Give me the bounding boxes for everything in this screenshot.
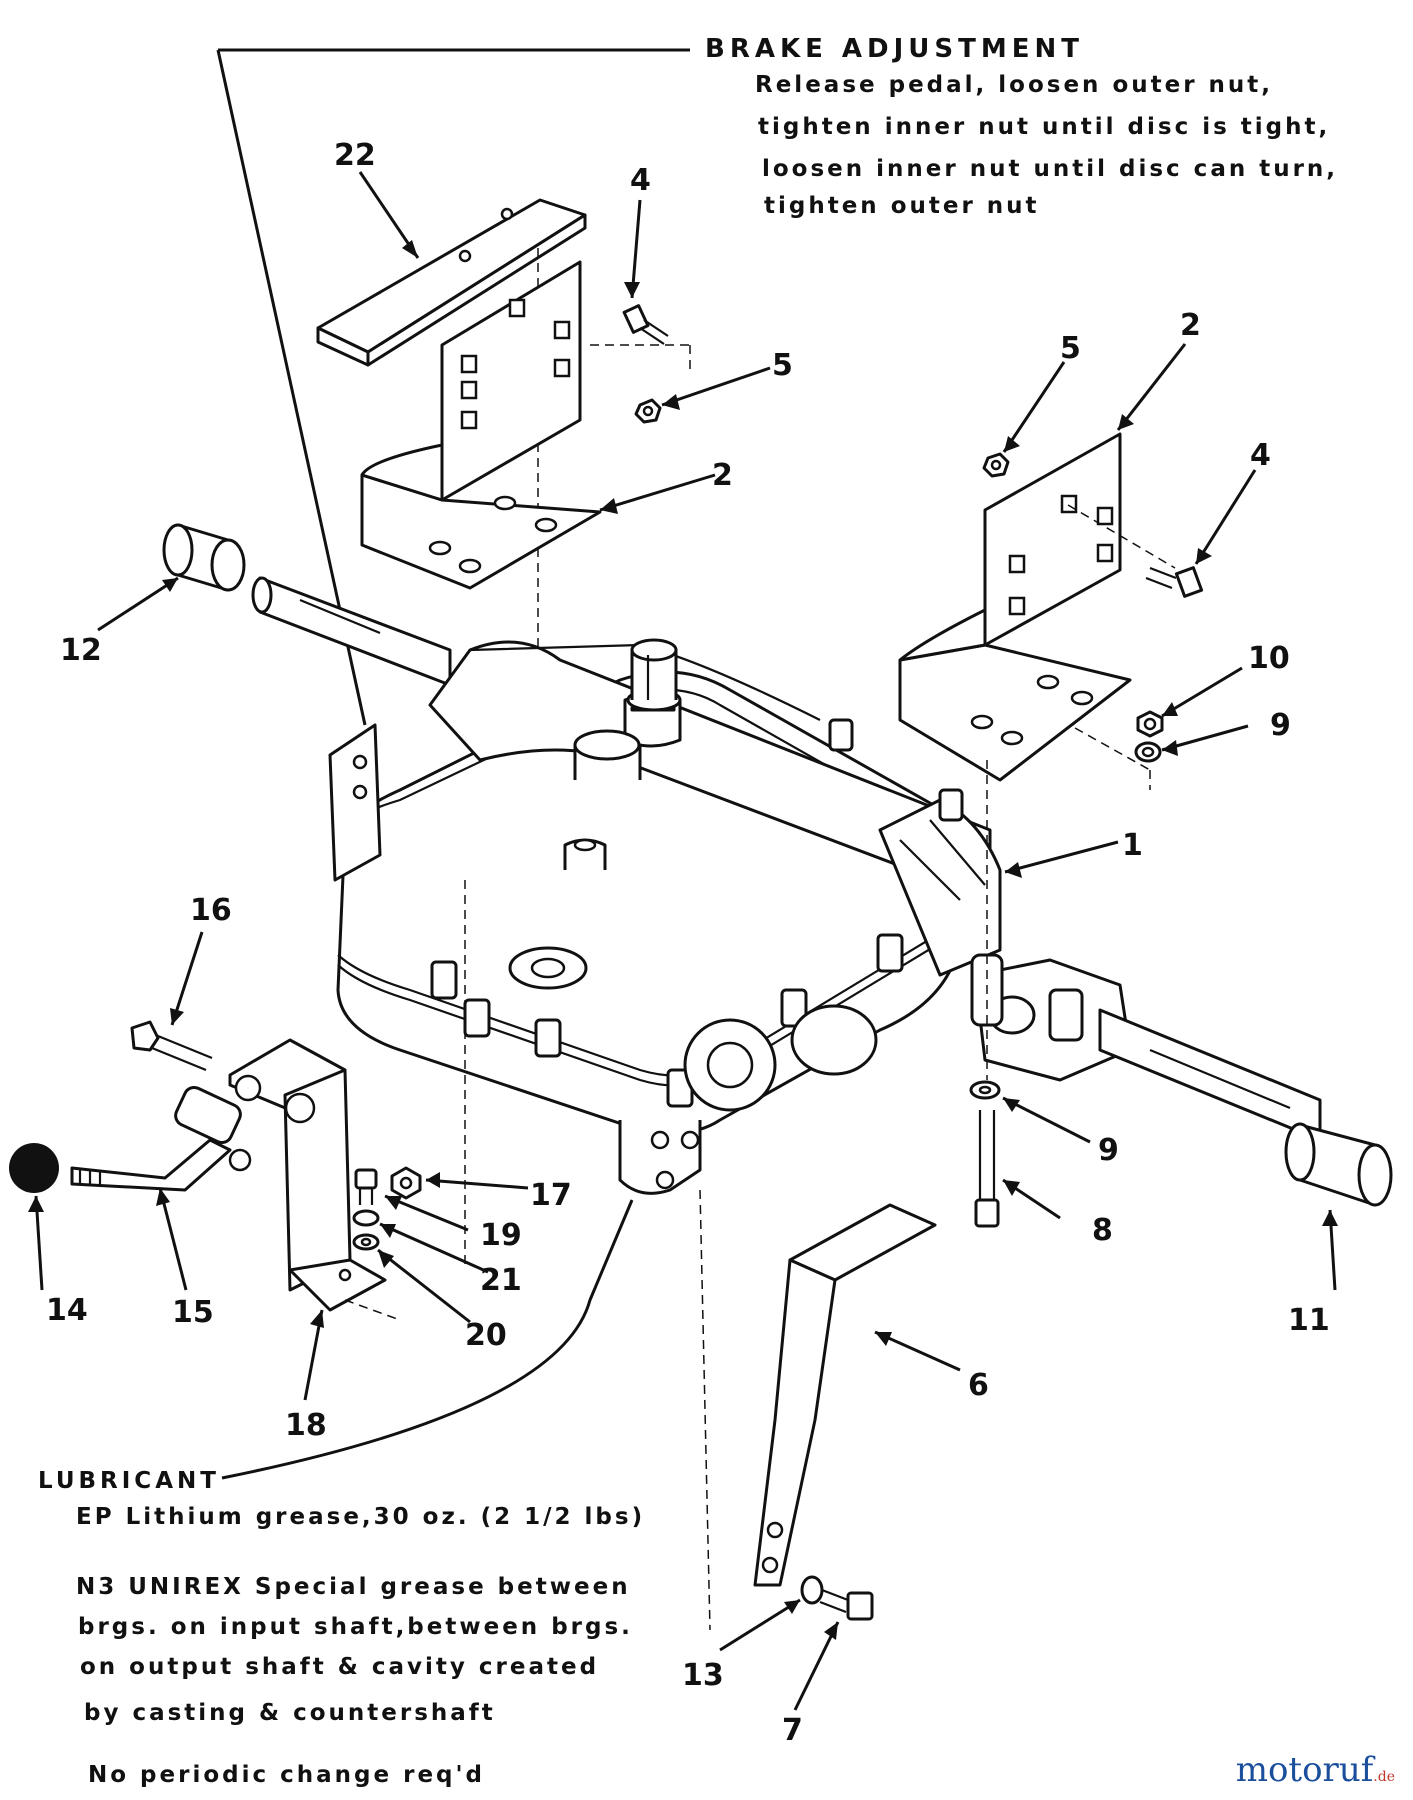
part-8-bolt — [974, 760, 1000, 1228]
callout-9-right: 9 — [1270, 708, 1291, 743]
callout-20: 20 — [465, 1318, 507, 1353]
callout-arrows — [28, 171, 1338, 1711]
callout-5-right: 5 — [1060, 331, 1081, 366]
callout-5-upper: 5 — [772, 348, 793, 383]
part-19-bolt — [354, 1168, 378, 1205]
left-mount-plate — [328, 723, 382, 882]
part-7-bolt — [819, 1588, 874, 1621]
brake-adjustment-line-2: tighten inner nut until disc is tight, — [758, 114, 1331, 140]
callout-22: 22 — [334, 138, 376, 173]
callout-2-right: 2 — [1180, 308, 1201, 343]
lubricant-line-2: N3 UNIREX Special grease between — [76, 1574, 631, 1600]
lubricant-line-1: EP Lithium grease,30 oz. (2 1/2 lbs) — [76, 1504, 646, 1530]
right-axle-assembly — [970, 953, 1393, 1207]
part-18-shift-bracket — [228, 1038, 401, 1321]
brake-adjustment-line-1: Release pedal, loosen outer nut, — [755, 72, 1274, 98]
part-14-knob — [9, 1143, 59, 1193]
part-6-bracket — [753, 1203, 937, 1587]
part-9-washer-lower — [969, 1080, 1001, 1100]
callout-numbers: 22 4 5 5 2 2 4 12 10 9 1 16 9 17 8 19 21… — [46, 138, 1330, 1748]
part-5-nut-right — [982, 452, 1010, 478]
brake-adjustment-line-4: tighten outer nut — [764, 193, 1040, 219]
callout-2-upper: 2 — [712, 458, 733, 493]
watermark-suffix: .de — [1373, 1769, 1395, 1785]
part-22-plate — [316, 198, 587, 660]
callout-15: 15 — [172, 1295, 214, 1330]
part-2-bracket-right — [898, 432, 1176, 790]
part-10-nut — [1136, 710, 1164, 738]
lubricant-line-4: on output shaft & cavity created — [80, 1654, 600, 1680]
lubricant-line-3: brgs. on input shaft,between brgs. — [78, 1614, 633, 1640]
part-2-bracket-upper — [360, 260, 691, 590]
part-13-washer — [800, 1575, 824, 1605]
callout-6: 6 — [968, 1368, 989, 1403]
callout-9-lower: 9 — [1098, 1133, 1119, 1168]
part-9-washer-right — [1134, 741, 1162, 763]
part-21-washer — [352, 1209, 380, 1227]
callout-4-right: 4 — [1250, 438, 1271, 473]
callout-19: 19 — [480, 1218, 522, 1253]
callout-21: 21 — [480, 1263, 522, 1298]
callout-13: 13 — [682, 1658, 724, 1693]
watermark-name: motoruf — [1235, 1750, 1374, 1790]
brake-adjustment-title: BRAKE ADJUSTMENT — [705, 34, 1084, 64]
callout-16: 16 — [190, 893, 232, 928]
lubricant-title: LUBRICANT — [38, 1468, 220, 1494]
lubricant-leader — [221, 1199, 634, 1480]
callout-7: 7 — [782, 1713, 803, 1748]
part-1-transaxle-housing — [336, 638, 1002, 1631]
callout-14: 14 — [46, 1293, 88, 1328]
part-17-nut — [390, 1166, 422, 1200]
watermark-logo: motoruf.de — [1236, 1750, 1395, 1790]
lubricant-line-5: by casting & countershaft — [84, 1700, 496, 1726]
callout-1: 1 — [1122, 828, 1143, 863]
part-5-nut-upper — [634, 398, 662, 424]
lubricant-line-6: No periodic change req'd — [88, 1762, 486, 1788]
part-4-bolt-right — [1145, 566, 1204, 598]
part-4-bolt-upper — [622, 304, 669, 345]
callout-4-upper: 4 — [630, 163, 651, 198]
part-20-washer — [352, 1233, 380, 1251]
callout-8: 8 — [1092, 1213, 1113, 1248]
callout-11: 11 — [1288, 1303, 1330, 1338]
callout-18: 18 — [285, 1408, 327, 1443]
part-15-shift-lever — [70, 1085, 252, 1192]
part-16-bolt — [130, 1020, 213, 1072]
callout-17: 17 — [530, 1178, 572, 1213]
callout-12: 12 — [60, 633, 102, 668]
callout-10: 10 — [1248, 641, 1290, 676]
part-12-sleeve — [162, 523, 246, 592]
brake-adjustment-line-3: loosen inner nut until disc can turn, — [762, 156, 1339, 182]
